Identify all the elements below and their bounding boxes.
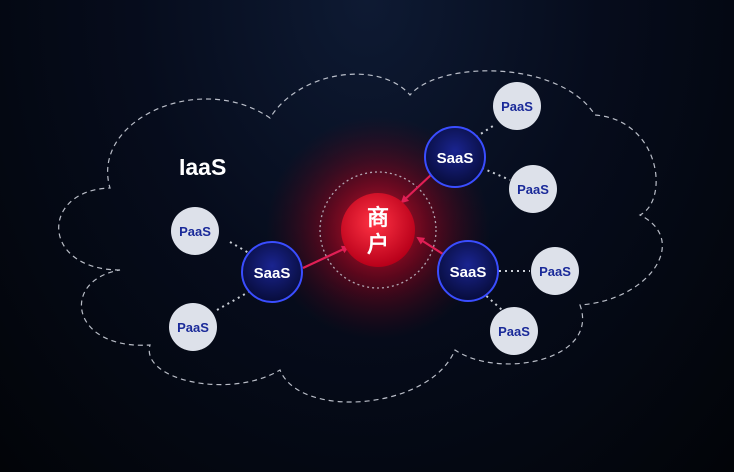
paas-node-br-right: PaaS: [531, 247, 579, 295]
paas-node-tr-top: PaaS: [493, 82, 541, 130]
saas-label-top-right: SaaS: [437, 150, 474, 167]
center-label-line1: 商: [367, 205, 389, 230]
iaas-label: IaaS: [179, 154, 226, 180]
saas-node-left: SaaS: [241, 241, 303, 303]
paas-node-tr-bottom: PaaS: [509, 165, 557, 213]
paas-label-tr-top: PaaS: [501, 99, 533, 114]
paas-label-br-bottom: PaaS: [498, 324, 530, 339]
connector-paas-left-top: [229, 241, 255, 257]
arrow-saas-top-right: [400, 173, 433, 204]
paas-node-br-bottom: PaaS: [490, 307, 538, 355]
saas-node-bottom-right: SaaS: [437, 240, 499, 302]
paas-label-left-top: PaaS: [179, 224, 211, 239]
paas-label-left-bottom: PaaS: [177, 320, 209, 335]
center-merchant-node: 商 户: [341, 193, 415, 267]
connector-paas-br-bottom: [481, 291, 503, 311]
arrow-saas-left: [302, 245, 350, 269]
connector-paas-tr-top: [475, 123, 497, 138]
center-dotted-ring: [319, 171, 437, 289]
connector-paas-tr-bottom: [481, 167, 511, 181]
arrows-to-center: [302, 173, 447, 269]
saas-label-left: SaaS: [254, 265, 291, 282]
paas-label-br-right: PaaS: [539, 264, 571, 279]
paas-node-left-top: PaaS: [171, 207, 219, 255]
iaas-cloud-outline: [58, 70, 663, 403]
arrow-saas-bottom-right: [416, 236, 447, 257]
saas-label-bottom-right: SaaS: [450, 264, 487, 281]
paas-connectors: [216, 123, 530, 311]
saas-node-top-right: SaaS: [424, 126, 486, 188]
connector-paas-left-bottom: [216, 289, 253, 311]
paas-node-left-bottom: PaaS: [169, 303, 217, 351]
center-label-line2: 户: [367, 232, 389, 257]
paas-label-tr-bottom: PaaS: [517, 182, 549, 197]
